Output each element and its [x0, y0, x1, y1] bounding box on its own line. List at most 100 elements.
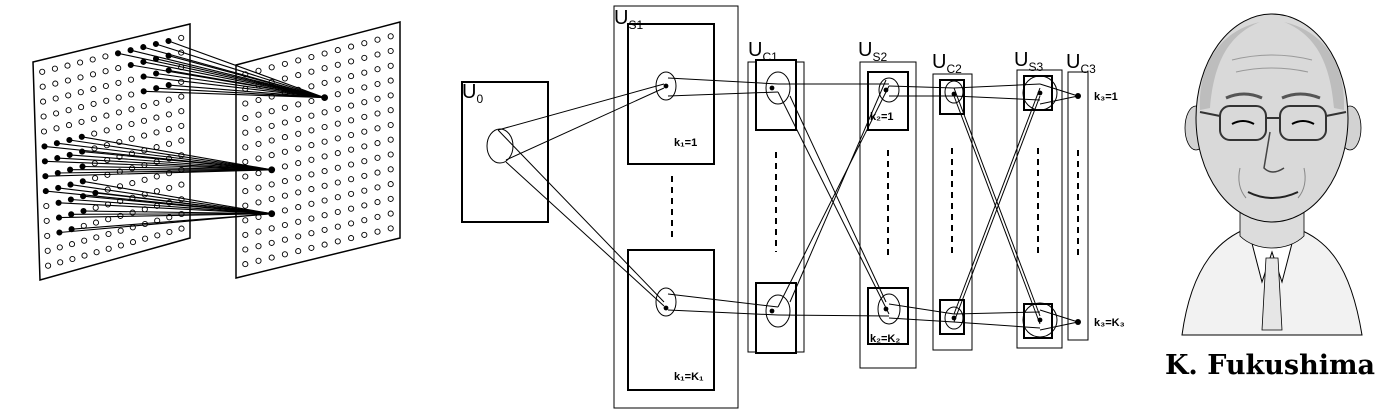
- neuron-dot: [128, 120, 135, 128]
- neuron-dot: [117, 227, 124, 234]
- uc3-output-unit-bottom: [1075, 319, 1081, 325]
- k2-bottom-label: k₂=K₂: [870, 333, 900, 345]
- neuron-dot: [178, 108, 185, 115]
- fukushima-portrait: [1181, 13, 1363, 336]
- neuron-dot: [128, 106, 135, 113]
- neuron-dot: [334, 150, 341, 157]
- neuron-dot: [92, 204, 99, 211]
- neuron-dot: [102, 82, 109, 90]
- target-neuron-dot: [268, 210, 276, 218]
- active-neuron-dot: [56, 229, 63, 236]
- neuron-dot: [308, 68, 315, 75]
- neuron-dot: [387, 33, 394, 40]
- neuron-dot: [255, 140, 262, 147]
- neuron-dot: [308, 171, 315, 178]
- connection-line: [95, 192, 272, 215]
- neuron-dot: [374, 66, 381, 73]
- neuron-dot: [93, 249, 100, 256]
- neuron-dot: [361, 202, 368, 209]
- active-neuron-dot: [41, 143, 48, 149]
- connection-line: [71, 213, 272, 215]
- neuron-dot: [105, 230, 112, 238]
- neuron-dot: [295, 160, 302, 167]
- layer-connections: [497, 77, 1079, 331]
- us1-bottom-receptive-field: [655, 287, 677, 317]
- connection-line: [56, 142, 272, 171]
- neuron-dot: [308, 127, 315, 134]
- neuron-dot: [90, 115, 97, 122]
- uc2-layer-frame: [932, 73, 973, 351]
- neuron-dot: [65, 122, 73, 129]
- neuron-dot: [295, 204, 302, 211]
- active-neuron-dot: [67, 182, 74, 188]
- uc1-bottom-receptive-field: [765, 294, 791, 328]
- neuron-dot: [387, 225, 394, 232]
- neuron-dot: [387, 92, 394, 99]
- connection-line: [83, 195, 272, 215]
- neuron-dot: [374, 36, 381, 43]
- neuron-dot: [374, 154, 381, 161]
- connection-line: [57, 157, 272, 171]
- neuron-dot: [56, 244, 63, 251]
- connection-line: [155, 43, 325, 99]
- neuron-dot: [178, 34, 185, 41]
- connection-line: [168, 40, 325, 99]
- neuron-dot: [321, 197, 328, 204]
- neuron-dot: [165, 126, 172, 133]
- uc1-label: UC1: [748, 39, 778, 64]
- active-neuron-dot: [140, 44, 146, 50]
- neuron-dot: [92, 219, 100, 226]
- active-neuron-dot: [68, 196, 74, 203]
- active-neuron-dot: [153, 85, 159, 91]
- neuron-dot: [39, 68, 46, 75]
- k3-top-label: k₃=1: [1094, 91, 1118, 103]
- active-neuron-dot: [128, 62, 134, 68]
- neuron-dot: [321, 109, 328, 116]
- neuron-dot: [178, 137, 185, 144]
- neuron-dot: [242, 100, 249, 107]
- neuron-dot: [81, 252, 88, 259]
- active-neuron-dot: [153, 70, 159, 77]
- active-neuron-dot: [79, 163, 86, 170]
- k2-top-label: k₂=1: [870, 111, 894, 123]
- neuron-dot: [295, 233, 302, 240]
- neuron-dot: [39, 83, 46, 90]
- neuron-dot: [153, 99, 160, 106]
- neuron-dot: [77, 74, 84, 81]
- neuron-dot: [242, 246, 249, 253]
- neuron-dot: [115, 65, 122, 72]
- neuron-dot: [153, 173, 160, 180]
- connection-line: [82, 151, 272, 171]
- neuron-dot: [268, 122, 275, 129]
- neuron-dot: [44, 247, 51, 254]
- neuron-dot: [153, 188, 160, 195]
- neuron-dot: [374, 51, 381, 58]
- connection-line: [57, 169, 272, 174]
- active-neuron-dot: [42, 173, 49, 179]
- neuron-dot: [348, 73, 355, 80]
- neuron-dot: [64, 77, 71, 84]
- neuron-dot: [242, 115, 249, 122]
- neuron-dot: [43, 202, 50, 210]
- neuron-dot: [178, 93, 185, 100]
- neuron-dot: [178, 78, 185, 85]
- active-neuron-dot: [115, 50, 121, 56]
- connection-line: [69, 139, 272, 171]
- neuron-dot: [374, 213, 381, 220]
- uc1-plane-bottom: [755, 282, 797, 354]
- us2-plane-top: [867, 71, 909, 131]
- neuron-dot: [255, 184, 262, 191]
- neuron-dot: [65, 92, 72, 99]
- uc2-top-receptive-field: [944, 80, 964, 104]
- neuron-dot: [374, 95, 381, 102]
- neuron-dot: [90, 100, 97, 107]
- neuron-dot: [361, 143, 368, 150]
- neuron-dot: [348, 43, 355, 50]
- uc1-top-receptive-field: [765, 71, 791, 105]
- neuron-dot: [387, 107, 394, 114]
- neuron-dot: [374, 228, 381, 235]
- neuron-dot: [127, 76, 135, 83]
- neuron-dot: [115, 109, 122, 116]
- neuron-dot: [361, 158, 368, 165]
- active-neuron-dot: [56, 200, 62, 206]
